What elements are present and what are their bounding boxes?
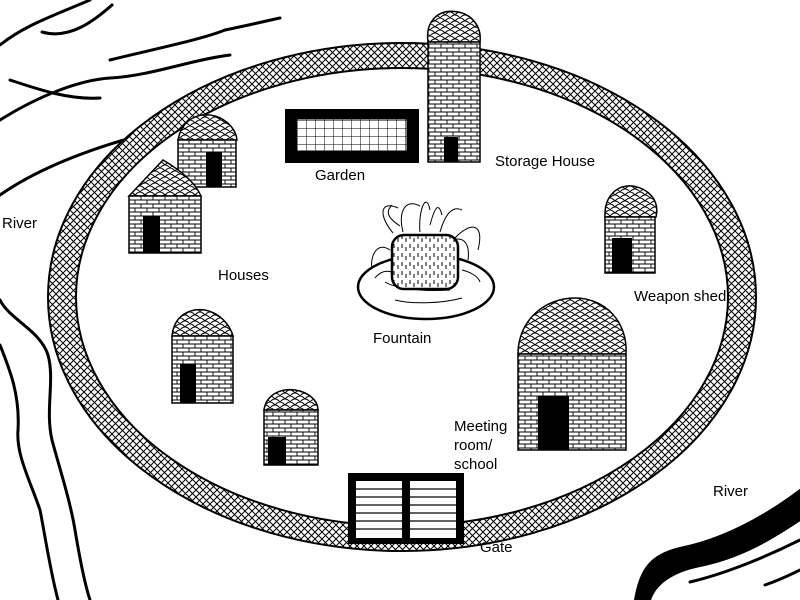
river-label-right: River <box>713 483 749 500</box>
gate <box>348 473 464 544</box>
house <box>127 159 203 254</box>
garden-plot <box>285 109 419 163</box>
river-bottom-right <box>633 488 800 600</box>
fountain-label: Fountain <box>373 330 432 347</box>
garden-label: Garden <box>315 167 366 184</box>
meeting-room-school <box>517 297 627 451</box>
house <box>263 388 319 466</box>
meeting-room-label-line2: room/ <box>454 437 493 454</box>
storage-house-label: Storage House <box>495 153 596 170</box>
village-wall <box>46 42 758 552</box>
river-label-left: River <box>2 215 38 232</box>
river-left <box>0 298 92 600</box>
weapon-shed-label: Weapon shed <box>634 288 727 305</box>
weapon-shed <box>604 185 658 274</box>
meeting-room-label-line3: school <box>454 456 498 473</box>
meeting-room-label-line1: Meeting <box>454 418 508 435</box>
houses-label: Houses <box>218 267 269 284</box>
fountain <box>356 201 496 321</box>
river-top-left <box>0 0 282 197</box>
storage-house <box>426 10 481 163</box>
house <box>171 308 234 404</box>
gate-label: Gate <box>480 539 513 556</box>
